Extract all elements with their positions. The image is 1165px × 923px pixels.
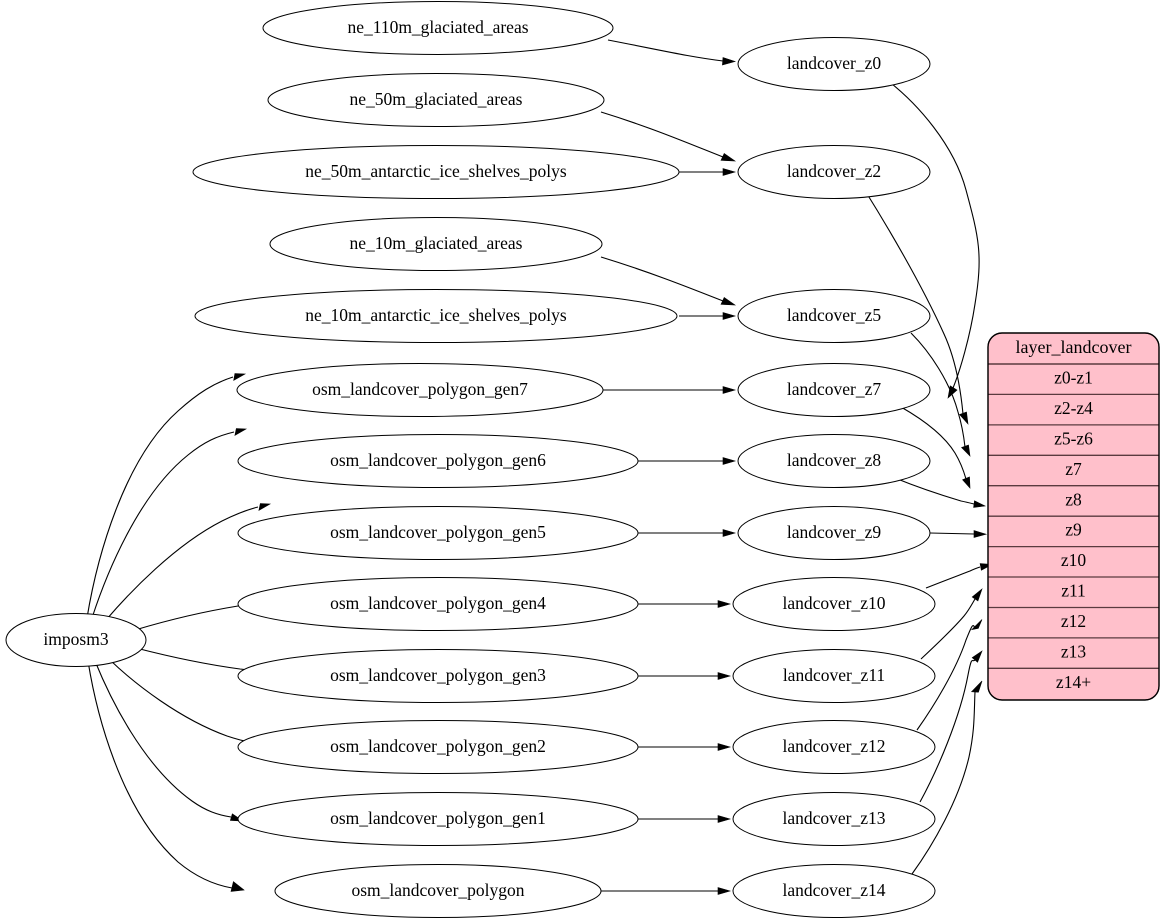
node-imposm3[interactable]: imposm3 bbox=[5, 613, 147, 667]
edge-gen6-to-z8 bbox=[638, 457, 737, 465]
edge-imposm3-to-gen5 bbox=[105, 503, 272, 621]
edge-ne10mant-to-z5 bbox=[679, 312, 737, 320]
edge-ne50mglac-to-z2 bbox=[600, 111, 737, 162]
node-ne_10m_antarctic_ice_shelves_polys[interactable]: ne_10m_antarctic_ice_shelves_polys bbox=[194, 289, 678, 343]
edge-z2-to-row-z2z4 bbox=[863, 188, 969, 425]
node-landcover_z10[interactable]: landcover_z10 bbox=[732, 577, 936, 631]
node-landcover_z9[interactable]: landcover_z9 bbox=[737, 506, 931, 560]
table-outline bbox=[987, 332, 1160, 701]
node-osm_landcover_polygon_gen3[interactable]: osm_landcover_polygon_gen3 bbox=[237, 649, 639, 703]
edge-z5-to-row-z5z6 bbox=[910, 332, 971, 457]
edge-z8-to-row-z8 bbox=[894, 477, 987, 508]
edge-imposm3-to-gen1 bbox=[94, 660, 245, 822]
node-osm_landcover_polygon_gen7[interactable]: osm_landcover_polygon_gen7 bbox=[236, 363, 604, 417]
layer-landcover-table[interactable]: layer_landcover z0-z1 z2-z4 z5-z6 z7 bbox=[987, 332, 1160, 701]
node-landcover_z11[interactable]: landcover_z11 bbox=[732, 649, 936, 703]
node-osm_landcover_polygon_gen2[interactable]: osm_landcover_polygon_gen2 bbox=[237, 720, 639, 774]
edge-gen1-to-z13 bbox=[638, 815, 732, 823]
edge-gen2-to-z12 bbox=[638, 743, 732, 751]
node-ne_50m_glaciated_areas[interactable]: ne_50m_glaciated_areas bbox=[267, 73, 605, 127]
edge-ne10mglac-to-z5 bbox=[600, 256, 737, 306]
edge-polygon-to-z14 bbox=[601, 887, 732, 895]
edge-z0-to-row-z0z1 bbox=[886, 79, 980, 399]
edge-z12-to-row-z12 bbox=[916, 619, 983, 731]
edge-layer bbox=[86, 39, 994, 895]
edge-gen7-to-z7 bbox=[603, 386, 737, 394]
node-landcover_z0[interactable]: landcover_z0 bbox=[737, 37, 931, 91]
edge-z11-to-row-z11 bbox=[920, 588, 983, 660]
edge-gen5-to-z9 bbox=[638, 529, 737, 537]
edge-imposm3-to-gen7 bbox=[86, 373, 247, 619]
node-ne_110m_glaciated_areas[interactable]: ne_110m_glaciated_areas bbox=[262, 1, 614, 55]
edge-z14-to-row-z14plus bbox=[911, 680, 983, 875]
edge-gen4-to-z10 bbox=[638, 600, 732, 608]
node-landcover_z8[interactable]: landcover_z8 bbox=[737, 434, 931, 488]
node-osm_landcover_polygon_gen6[interactable]: osm_landcover_polygon_gen6 bbox=[237, 434, 639, 488]
node-landcover_z12[interactable]: landcover_z12 bbox=[732, 720, 936, 774]
edge-z10-to-row-z10 bbox=[925, 563, 994, 589]
edge-z13-to-row-z13 bbox=[919, 650, 983, 803]
node-landcover_z13[interactable]: landcover_z13 bbox=[732, 792, 936, 846]
edge-z7-to-row-z7 bbox=[900, 406, 971, 489]
node-landcover_z2[interactable]: landcover_z2 bbox=[737, 145, 931, 199]
node-osm_landcover_polygon_gen1[interactable]: osm_landcover_polygon_gen1 bbox=[237, 792, 639, 846]
node-osm_landcover_polygon[interactable]: osm_landcover_polygon bbox=[274, 864, 602, 918]
node-osm_landcover_polygon_gen5[interactable]: osm_landcover_polygon_gen5 bbox=[237, 506, 639, 560]
node-landcover_z7[interactable]: landcover_z7 bbox=[737, 363, 931, 417]
edge-ne110m-to-z0 bbox=[607, 39, 737, 66]
edge-imposm3-to-gen6 bbox=[91, 428, 248, 619]
edge-imposm3-to-polygon bbox=[87, 660, 245, 892]
edge-gen3-to-z11 bbox=[638, 672, 732, 680]
node-landcover_z14[interactable]: landcover_z14 bbox=[732, 864, 936, 918]
node-osm_landcover_polygon_gen4[interactable]: osm_landcover_polygon_gen4 bbox=[237, 577, 639, 631]
node-ne_50m_antarctic_ice_shelves_polys[interactable]: ne_50m_antarctic_ice_shelves_polys bbox=[192, 145, 680, 199]
edge-ne50mant-to-z2 bbox=[679, 168, 737, 176]
edge-z9-to-row-z9 bbox=[929, 530, 988, 538]
node-landcover_z5[interactable]: landcover_z5 bbox=[737, 289, 931, 343]
node-ne_10m_glaciated_areas[interactable]: ne_10m_glaciated_areas bbox=[269, 217, 603, 271]
